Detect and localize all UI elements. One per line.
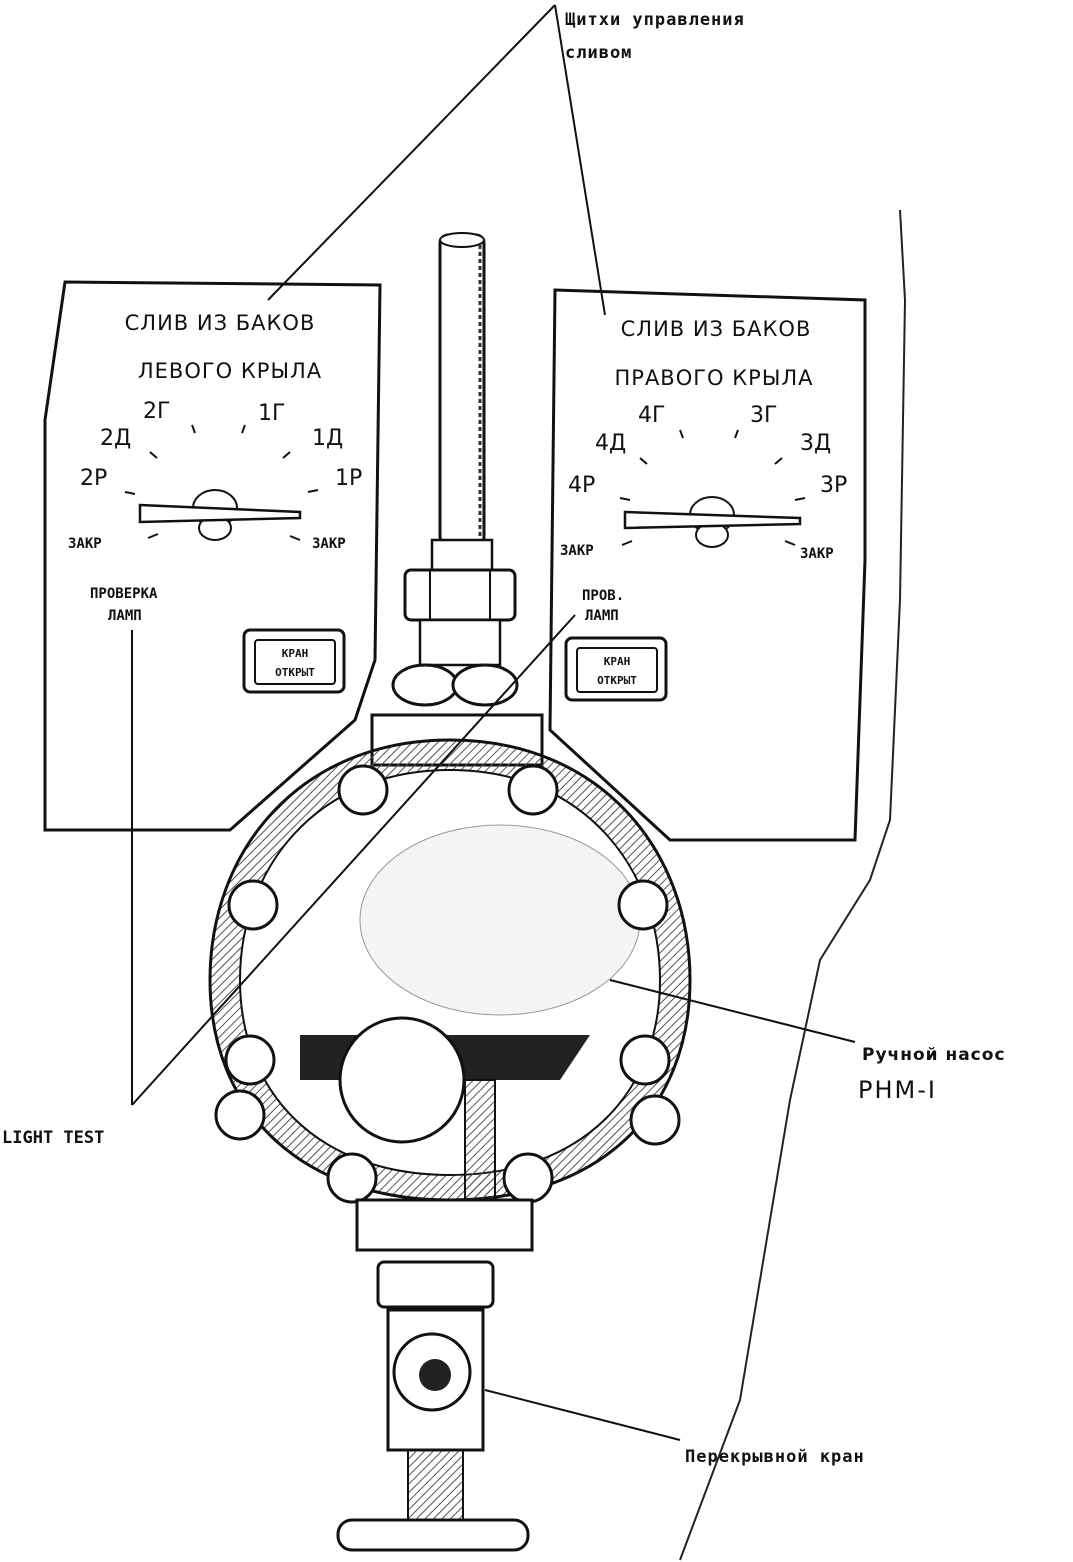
right-pos-4g: 4Г (638, 403, 665, 428)
right-pos-4r: 4Р (568, 473, 595, 498)
leader-panels-left (267, 4, 556, 301)
pump-handle-shaft (438, 232, 486, 547)
callout-hand-pump-line2: РНМ-I (858, 1076, 937, 1104)
callout-panels-line2: сливом (565, 43, 632, 63)
right-dial-ticks (619, 429, 806, 546)
left-valve-open-line1: КРАН (282, 647, 309, 660)
upper-hex-nut (403, 568, 517, 622)
left-panel-title-line1: СЛИВ ИЗ БАКОВ (125, 311, 316, 335)
valve-lower-stem (407, 1449, 464, 1521)
leader-hand-pump (609, 979, 856, 1043)
left-pos-1r: 1Р (335, 466, 362, 491)
right-pos-3g: 3Г (750, 403, 777, 428)
upper-fitting-collar (430, 538, 494, 572)
bolt-10 (502, 1152, 554, 1204)
left-selector-knob[interactable] (138, 489, 302, 541)
fuselage-outline (679, 209, 907, 1561)
right-lamp-test-line2: ЛАМП (585, 608, 619, 624)
right-valve-open-line2: ОТКРЫТ (597, 674, 637, 687)
leader-panels-right (554, 4, 606, 316)
upper-union (418, 618, 502, 667)
bolt-3 (227, 879, 279, 931)
left-pos-1d: 1Д (312, 426, 343, 451)
right-pos-closed-left: ЗАКР (560, 543, 594, 559)
left-lamp-test-line1: ПРОВЕРКА (90, 586, 158, 602)
right-lamp-test-line1: ПРОВ. (582, 588, 624, 604)
lower-hex-nut (376, 1260, 495, 1309)
right-selector-knob[interactable] (623, 496, 802, 548)
left-pos-closed-right: ЗАКР (312, 536, 346, 552)
left-panel-title-line2: ЛЕВОГО КРЫЛА (138, 359, 322, 383)
right-valve-open-indicator: КРАН ОТКРЫТ (564, 636, 668, 702)
left-valve-open-line2: ОТКРЫТ (275, 666, 315, 679)
bolt-7 (214, 1089, 266, 1141)
left-pos-2d: 2Д (100, 426, 131, 451)
right-dump-panel: СЛИВ ИЗ БАКОВ ПРАВОГО КРЫЛА 4Г 3Г 4Д 3Д … (548, 288, 867, 842)
right-pos-closed-right: ЗАКР (800, 546, 834, 562)
pump-bolts (214, 764, 681, 1204)
left-pos-1g: 1Г (258, 401, 285, 426)
bolt-2 (507, 764, 559, 816)
bolt-8 (629, 1094, 681, 1146)
bolt-6 (619, 1034, 671, 1086)
hand-pump (208, 232, 692, 1552)
right-panel-title-line2: ПРАВОГО КРЫЛА (614, 366, 813, 390)
callout-light-test: LIGHT TEST (2, 1128, 104, 1148)
left-pos-2g: 2Г (143, 399, 170, 424)
right-valve-open-line1: КРАН (604, 655, 631, 668)
right-pos-4d: 4Д (595, 431, 626, 456)
pump-plug (338, 1016, 466, 1144)
pump-chamber (359, 824, 641, 1016)
callout-shutoff-valve: Перекрывной кран (685, 1447, 865, 1467)
union-nut-left (391, 663, 459, 707)
union-nut-right (451, 663, 519, 707)
pump-lower-stem (464, 1079, 496, 1201)
leader-lines (131, 4, 856, 1441)
lower-fitting-block (355, 1198, 534, 1252)
left-dial-ticks (124, 424, 319, 541)
left-pos-closed-left: ЗАКР (68, 536, 102, 552)
left-pos-2r: 2Р (80, 466, 107, 491)
callout-panels-line1: Щитхи управления (565, 10, 745, 30)
right-pos-3d: 3Д (800, 431, 831, 456)
leader-shutoff-valve (484, 1389, 681, 1441)
leader-light-test-right (131, 614, 576, 1106)
valve-bottom-plate (336, 1518, 530, 1552)
right-pos-3r: 3Р (820, 473, 847, 498)
left-valve-open-indicator: КРАН ОТКРЫТ (242, 628, 346, 694)
left-lamp-test-line2: ЛАМП (108, 608, 142, 624)
bolt-1 (337, 764, 389, 816)
bolt-9 (326, 1152, 378, 1204)
bolt-4 (617, 879, 669, 931)
bolt-5 (224, 1034, 276, 1086)
callout-hand-pump-line1: Ручной насос (862, 1045, 1006, 1065)
left-dump-panel: СЛИВ ИЗ БАКОВ ЛЕВОГО КРЫЛА 2Г 1Г 2Д 1Д 2… (43, 280, 382, 832)
right-panel-title-line1: СЛИВ ИЗ БАКОВ (621, 317, 812, 341)
right-panel-outline (548, 288, 867, 842)
shutoff-valve-handle[interactable] (392, 1332, 472, 1412)
